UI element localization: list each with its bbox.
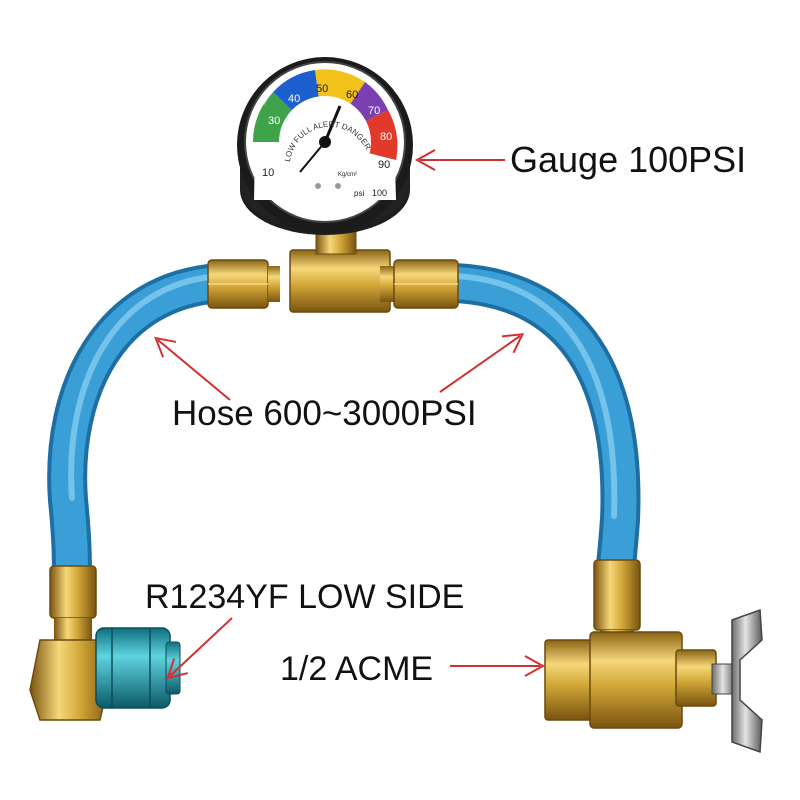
callout-arrows: [154, 149, 546, 680]
gauge-scale-10: 10: [262, 167, 274, 179]
acme-valve: [544, 559, 763, 754]
tee-fitting: [207, 221, 459, 313]
hose-label: Hose 600~3000PSI: [172, 394, 477, 433]
gauge-scale-70: 70: [368, 105, 380, 117]
arrow-low-side: [166, 617, 233, 680]
gauge-scale-60: 60: [346, 89, 358, 101]
hose: [47, 263, 641, 600]
low-side-coupler: [29, 565, 181, 721]
gauge-unit-kg: Kg/cm²: [338, 172, 357, 178]
gauge-scale-50: 50: [316, 83, 328, 95]
arrow-hose-left: [154, 336, 231, 401]
arrow-hose-right: [439, 333, 525, 393]
acme-label: 1/2 ACME: [280, 650, 434, 688]
low-side-label: R1234YF LOW SIDE: [145, 578, 465, 616]
gauge-scale-90: 90: [378, 159, 390, 171]
gauge-unit-psi: psi: [354, 189, 364, 198]
gauge-scale-40: 40: [288, 93, 300, 105]
gauge-label: Gauge 100PSI: [510, 139, 747, 180]
gauge-scale-80: 80: [380, 131, 392, 143]
pressure-gauge: [237, 57, 413, 235]
gauge-scale-100: 100: [372, 188, 387, 198]
gauge-scale-30: 30: [268, 115, 280, 127]
gauge-scale-20: 20: [258, 141, 270, 153]
